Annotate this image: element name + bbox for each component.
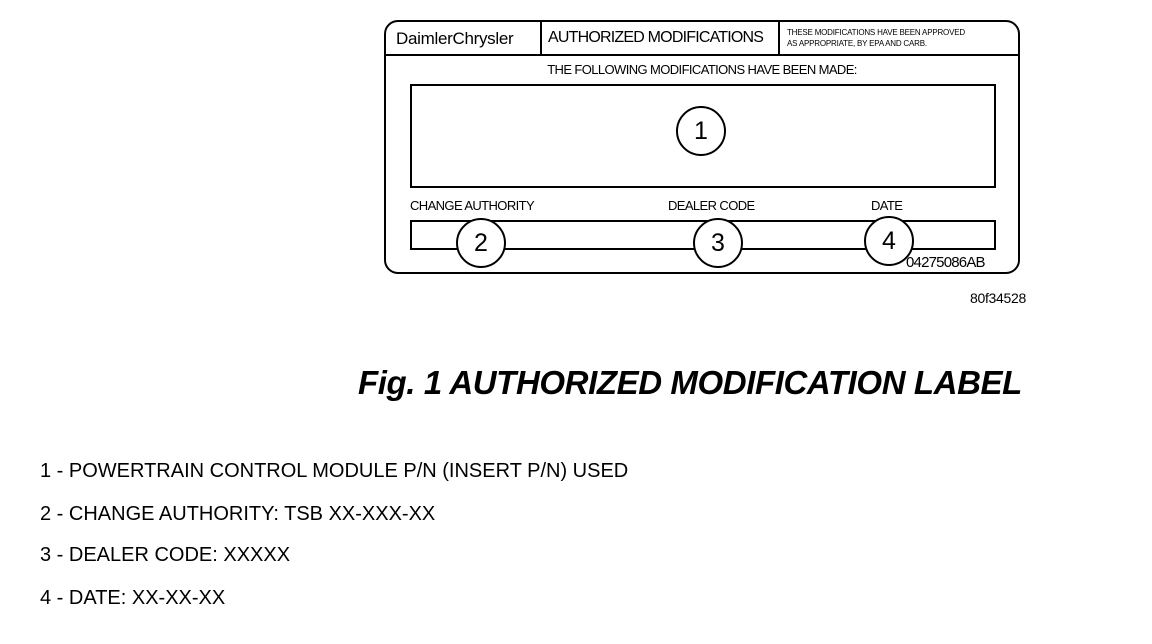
label-header-row <box>384 20 1020 56</box>
change-authority-label: CHANGE AUTHORITY <box>410 198 535 213</box>
modification-label <box>384 20 1020 274</box>
legend-item: 1 - POWERTRAIN CONTROL MODULE P/N (INSER… <box>40 460 629 482</box>
label-title: AUTHORIZED MODIFICATIONS <box>548 29 764 46</box>
label-part-number: 04275086AB <box>906 254 986 271</box>
label-approval-note-line: THESE MODIFICATIONS HAVE BEEN APPROVED <box>787 28 965 37</box>
figure-id: 80f34528 <box>970 290 1026 306</box>
modifications-heading: THE FOLLOWING MODIFICATIONS HAVE BEEN MA… <box>547 62 857 77</box>
legend-item: 3 - DEALER CODE: XXXXX <box>40 544 291 566</box>
modifications-box <box>410 84 996 188</box>
callout-1: 1 <box>676 106 726 156</box>
callout-3: 3 <box>693 218 743 268</box>
label-approval-note: THESE MODIFICATIONS HAVE BEEN APPROVED A… <box>787 27 965 49</box>
figure-caption: Fig. 1 AUTHORIZED MODIFICATION LABEL <box>358 364 1022 401</box>
header-divider <box>540 20 542 56</box>
callout-4: 4 <box>864 216 914 266</box>
dealer-code-label: DEALER CODE <box>668 198 755 213</box>
label-approval-note-line: AS APPROPRIATE, BY EPA AND CARB. <box>787 39 927 48</box>
legend-item: 4 - DATE: XX-XX-XX <box>40 587 226 609</box>
callout-2: 2 <box>456 218 506 268</box>
legend-item: 2 - CHANGE AUTHORITY: TSB XX-XXX-XX <box>40 503 436 525</box>
label-brand: DaimlerChrysler <box>396 29 514 48</box>
date-label: DATE <box>871 198 903 213</box>
header-divider <box>778 20 780 56</box>
